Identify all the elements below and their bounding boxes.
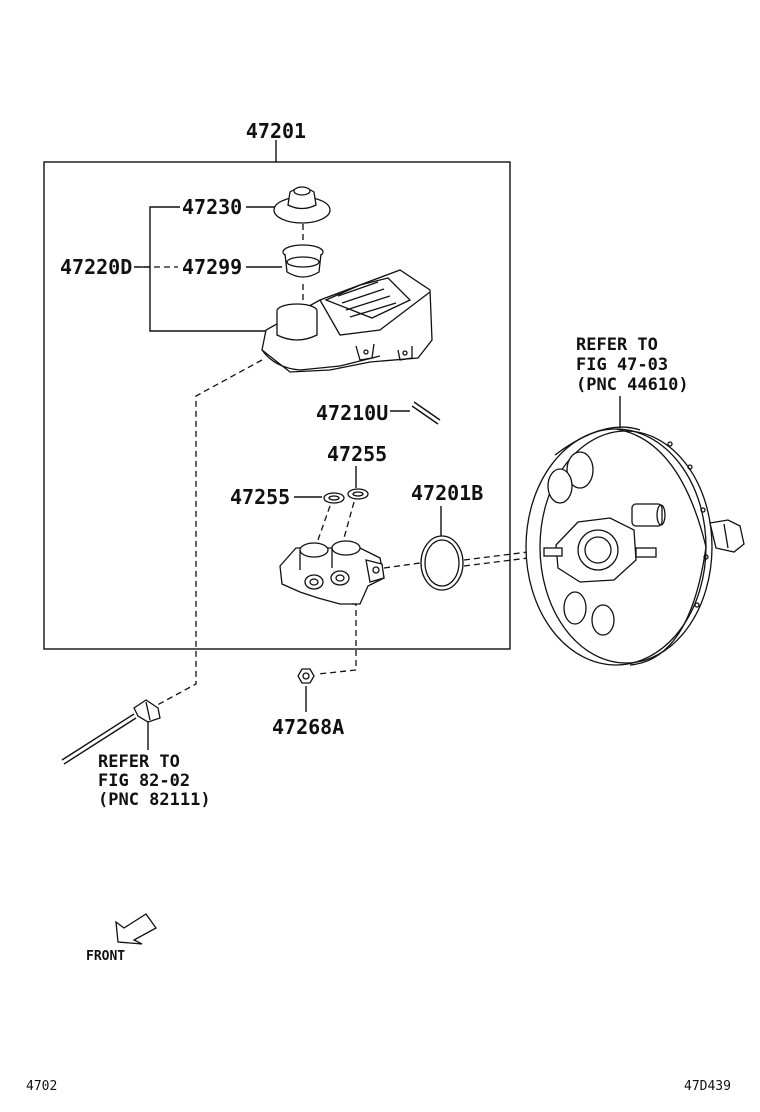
cylinder-nut-dash bbox=[317, 603, 357, 675]
footer-figure-id: 47D439 bbox=[684, 1079, 731, 1094]
nut bbox=[297, 668, 315, 684]
switch-ref-line-3: (PNC 82111) bbox=[98, 790, 211, 810]
label-reservoir-sub: 47220D bbox=[60, 255, 132, 279]
reservoir-bracket bbox=[149, 206, 268, 332]
front-label: FRONT bbox=[86, 949, 125, 964]
reservoir-switch-dash bbox=[147, 359, 263, 711]
switch-ref-line-2: FIG 82-02 bbox=[98, 771, 190, 791]
label-oring: 47201B bbox=[411, 481, 483, 505]
grommet-a-dash bbox=[317, 505, 331, 541]
brake-booster bbox=[525, 426, 745, 666]
oring-booster-dash-2 bbox=[463, 556, 537, 567]
switch-ref-line-1: REFER TO bbox=[98, 752, 180, 772]
assembly-frame bbox=[43, 161, 511, 650]
pin bbox=[411, 401, 441, 425]
grommet-a bbox=[323, 492, 345, 504]
label-assembly: 47201 bbox=[246, 119, 306, 143]
reservoir-cap bbox=[273, 186, 331, 224]
reservoir-tank bbox=[261, 269, 433, 373]
grommet-b-dash bbox=[343, 501, 355, 539]
label-pin: 47210U bbox=[316, 401, 388, 425]
oring-booster-dash bbox=[463, 550, 537, 561]
level-switch-connector bbox=[61, 699, 161, 765]
grommet-b bbox=[347, 488, 369, 500]
label-grommet-a: 47255 bbox=[230, 485, 290, 509]
booster-ref-line-3: (PNC 44610) bbox=[576, 375, 689, 395]
oring bbox=[420, 535, 464, 591]
label-nut: 47268A bbox=[272, 715, 344, 739]
booster-ref-line-2: FIG 47-03 bbox=[576, 355, 668, 375]
label-strainer: 47299 bbox=[182, 255, 242, 279]
master-cylinder bbox=[279, 540, 385, 605]
footer-page: 4702 bbox=[26, 1079, 57, 1094]
booster-ref-line-1: REFER TO bbox=[576, 335, 658, 355]
reservoir-strainer bbox=[282, 244, 324, 278]
cylinder-oring-dash bbox=[383, 562, 421, 569]
label-cap: 47230 bbox=[182, 195, 242, 219]
front-arrow-icon bbox=[115, 913, 157, 945]
label-grommet-b: 47255 bbox=[327, 442, 387, 466]
